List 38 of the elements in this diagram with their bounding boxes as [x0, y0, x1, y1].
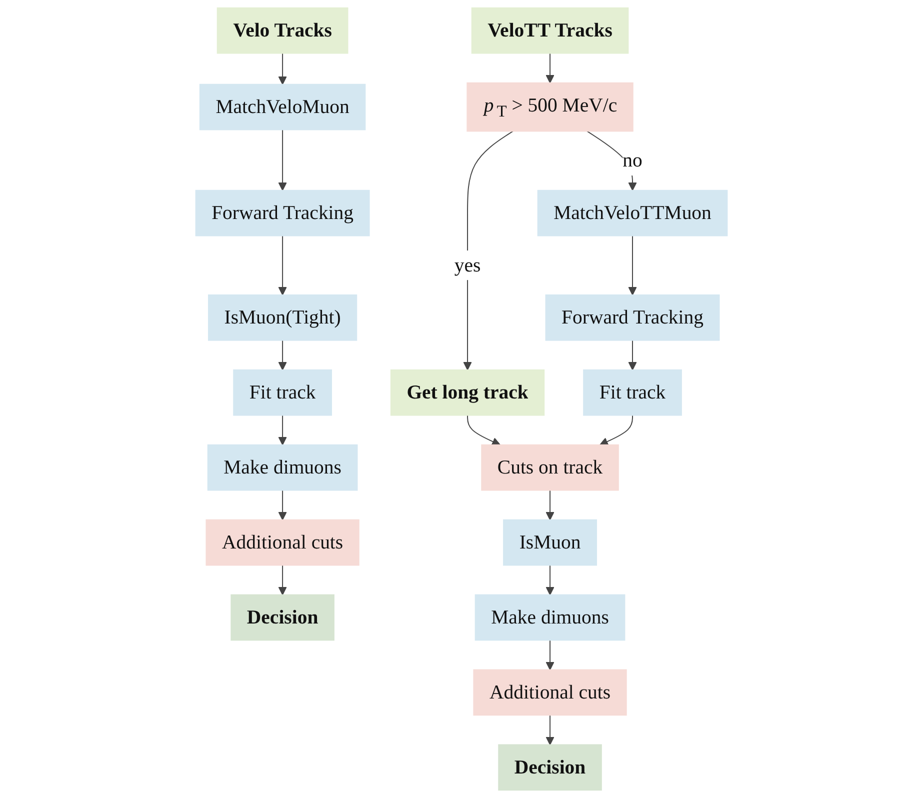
arrow — [278, 235, 287, 296]
node-box: MatchVeloMuon — [199, 84, 366, 130]
arrow — [546, 52, 554, 84]
node-box: Velo Tracks — [216, 7, 348, 54]
arrow — [278, 129, 287, 191]
arrow — [628, 235, 637, 296]
edge-label: yes — [454, 254, 481, 276]
node-box: Make dimuons — [474, 594, 626, 641]
node-box: Fit track — [583, 369, 682, 416]
arrow — [278, 414, 287, 446]
node-box: VeloTT Tracks — [471, 7, 629, 54]
node-box: Fit track — [233, 369, 332, 416]
node-box: IsMuon — [503, 519, 597, 566]
node-box: Forward Tracking — [195, 190, 370, 236]
arrow — [463, 130, 514, 370]
arrow — [546, 640, 554, 670]
node-box: Decision — [498, 744, 602, 791]
arrow — [546, 564, 554, 596]
node-box: Decision — [230, 594, 334, 641]
edge-label: no — [622, 150, 642, 172]
node-box: IsMuon(Tight) — [208, 294, 358, 341]
node-box: p$_{T}$ > 500 MeV/c — [466, 82, 634, 132]
node-box: MatchVeloTTMuon — [537, 190, 728, 236]
arrow — [546, 490, 554, 520]
arrow — [278, 340, 287, 370]
node-box: Make dimuons — [207, 444, 358, 491]
arrow — [546, 714, 554, 746]
node-box: Additional cuts — [473, 669, 627, 716]
node-box: Forward Tracking — [545, 294, 720, 341]
arrow — [628, 340, 637, 370]
node-box: Additional cuts — [206, 519, 360, 566]
arrow — [600, 414, 633, 446]
node-box: Cuts on track — [481, 444, 619, 491]
arrow — [278, 52, 287, 85]
arrow — [278, 490, 287, 520]
node-box: Get long track — [390, 369, 545, 416]
arrow — [278, 564, 287, 596]
arrow — [467, 414, 500, 446]
